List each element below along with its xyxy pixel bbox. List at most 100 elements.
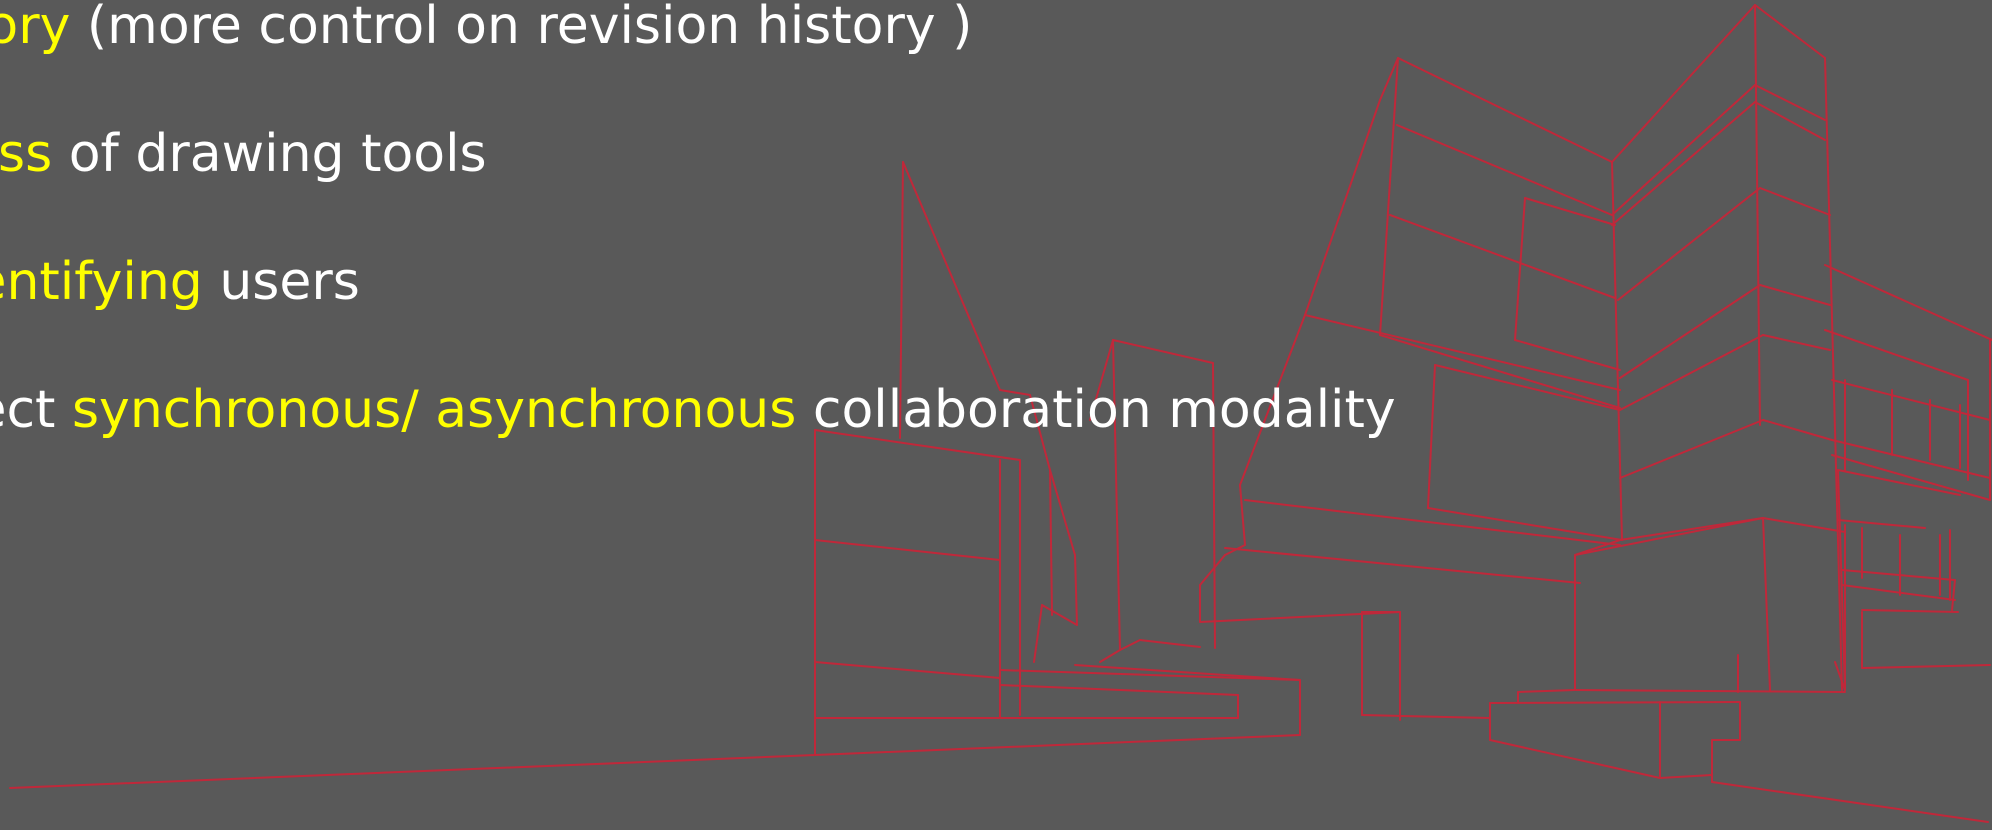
bullet-revision-history: tory (more control on revision history )	[0, 0, 972, 56]
sketch-line	[1489, 701, 1741, 704]
sketch-line	[1619, 419, 1764, 479]
sketch-line	[1574, 689, 1846, 693]
sketch-line	[1841, 584, 1956, 601]
sketch-line	[1754, 101, 1826, 141]
sketch-line	[814, 429, 1021, 461]
bullet-text: of drawing tools	[52, 124, 487, 184]
sketch-line	[1841, 569, 1956, 581]
sketch-line	[902, 161, 1001, 391]
sketch-line	[1619, 284, 1761, 379]
sketch-line	[1951, 579, 1956, 611]
bullet-highlight: tory	[0, 0, 71, 56]
sketch-line	[1112, 339, 1214, 364]
sketch-line	[1199, 554, 1226, 586]
sketch-line	[1029, 394, 1051, 471]
sketch-line	[1861, 609, 1959, 613]
sketch-line	[1617, 187, 1761, 301]
sketch-line	[1119, 639, 1141, 651]
sketch-line	[1754, 4, 1826, 59]
sketch-line	[1762, 517, 1846, 533]
sketch-line	[1574, 517, 1764, 556]
sketch-line	[1837, 469, 1961, 496]
sketch-line	[1427, 507, 1623, 541]
sketch-line	[1524, 197, 1616, 226]
sketch-line	[1361, 714, 1491, 719]
sketch-line	[1754, 4, 1761, 426]
sketch-line	[1824, 329, 1969, 381]
sketch-line	[1762, 334, 1831, 351]
sketch-line	[1619, 517, 1764, 541]
sketch-line	[1112, 339, 1121, 651]
bullet-text: users	[202, 252, 360, 312]
sketch-line	[814, 734, 1301, 756]
sketch-line	[1824, 264, 1992, 341]
bullet-text: collaboration modality	[796, 380, 1396, 440]
sketch-line	[1489, 739, 1661, 779]
sketch-line	[1514, 339, 1621, 371]
sketch-line	[1074, 664, 1301, 681]
sketch-line	[1434, 364, 1621, 411]
bullet-collaboration-modality: lect synchronous/ asynchronous collabora…	[0, 380, 1396, 440]
sketch-line	[1199, 611, 1401, 623]
sketch-line	[899, 161, 904, 439]
sketch-line	[999, 669, 1301, 681]
sketch-line	[1224, 544, 1246, 556]
sketch-line	[1837, 469, 1846, 691]
sketch-line	[1834, 661, 1846, 691]
sketch-line	[1861, 664, 1991, 669]
sketch-line	[1831, 379, 1991, 421]
sketch-line	[1762, 517, 1771, 691]
sketch-line	[814, 661, 1001, 679]
sketch-line	[1049, 469, 1053, 616]
sketch-line	[1139, 639, 1201, 648]
sketch-line	[814, 539, 1001, 561]
sketch-line	[1517, 689, 1576, 693]
bullet-identifying-users: lentifying users	[0, 252, 360, 312]
sketch-line	[1304, 314, 1621, 391]
sketch-line	[1754, 84, 1826, 121]
sketch-line	[1711, 781, 1989, 823]
sketch-line	[1089, 339, 1114, 421]
bullet-highlight: lentifying	[0, 252, 203, 312]
sketch-line	[1379, 334, 1621, 409]
sketch-lines	[9, 4, 1992, 823]
sketch-line	[1244, 499, 1621, 546]
sketch-line	[1831, 454, 1991, 501]
sketch-line	[1239, 484, 1246, 546]
sketch-line	[9, 754, 816, 789]
sketch-line	[999, 684, 1239, 696]
bullet-prefix: lect	[0, 380, 56, 440]
sketch-line	[1824, 57, 1843, 691]
sketch-line	[1837, 519, 1926, 529]
sketch-line	[1427, 364, 1436, 509]
sketch-line	[1611, 101, 1756, 226]
sketch-line	[1074, 554, 1078, 626]
sketch-line	[999, 389, 1031, 396]
sketch-line	[1212, 362, 1216, 649]
bullet-highlight: ess	[0, 124, 53, 184]
sketch-line	[1049, 469, 1076, 556]
sketch-line	[1041, 604, 1078, 626]
sketch-line	[1759, 284, 1831, 306]
sketch-line	[1514, 197, 1526, 341]
sketch-line	[1379, 57, 1399, 101]
sketch-line	[1619, 334, 1764, 411]
sketch-line	[1239, 314, 1306, 486]
sketch-line	[1396, 124, 1613, 216]
sketch-line	[1574, 539, 1621, 556]
sketch-line	[1611, 84, 1756, 216]
bullet-highlight: synchronous/ asynchronous	[71, 380, 797, 440]
sketch-line	[1759, 187, 1831, 216]
sketch-line	[1033, 604, 1043, 663]
bullet-drawing-tools: ess of drawing tools	[0, 124, 487, 184]
sketch-line	[1611, 4, 1756, 163]
sketch-line	[1304, 99, 1381, 316]
sketch-line	[1762, 419, 1833, 441]
sketch-line	[1831, 439, 1991, 479]
sketch-line	[1397, 57, 1613, 163]
sketch-line	[1389, 214, 1616, 299]
sketch-line	[1659, 774, 1713, 779]
sketch-line	[1224, 547, 1581, 584]
